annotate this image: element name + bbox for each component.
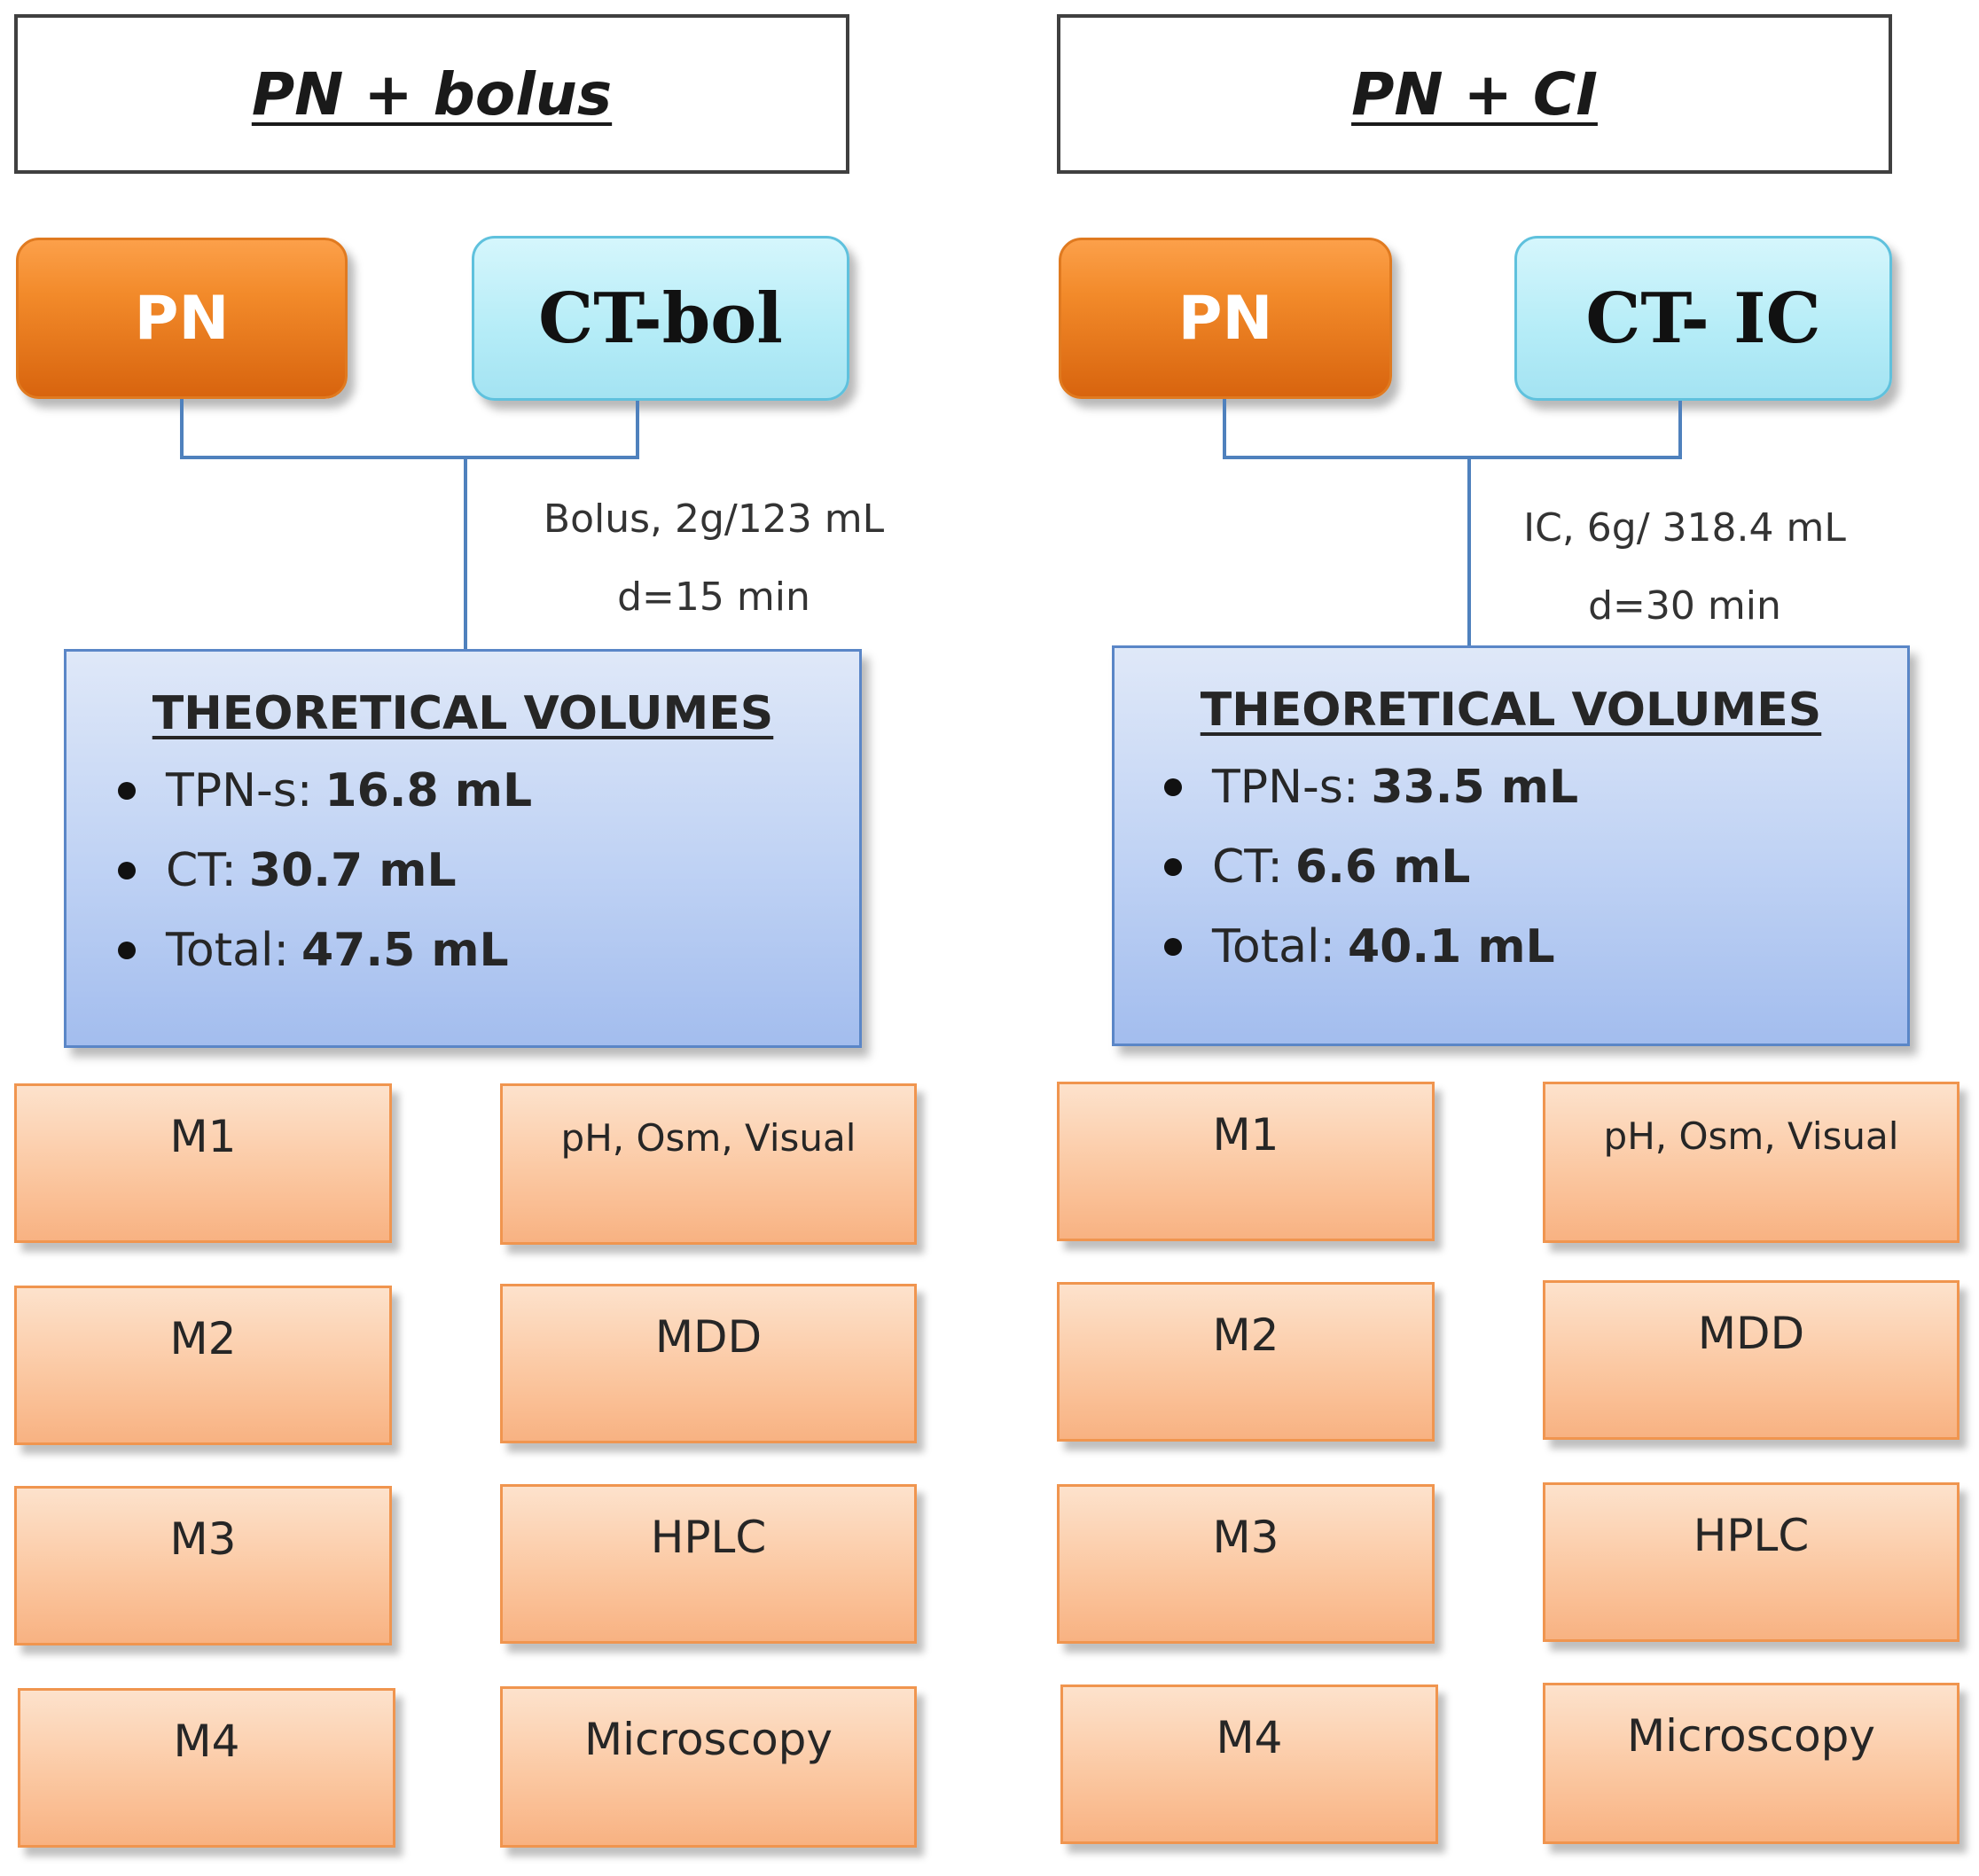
left-pn-label: PN [134,283,230,354]
right-connector-pn [1223,399,1226,459]
left-analysis-ph-osm-visual: pH, Osm, Visual [500,1083,917,1245]
left-connector-pn [180,399,184,459]
left-ct-label: CT-bol [538,277,783,359]
right-analysis-hplc: HPLC [1543,1482,1959,1642]
right-volumes-box: THEORETICAL VOLUMES TPN-s:33.5 mL CT:6.6… [1112,645,1910,1046]
left-sample-m4: M4 [18,1688,395,1848]
left-dose-line1: Bolus, 2g/123 mL [543,496,885,542]
bullet-icon [118,862,136,879]
right-dose-text: IC, 6g/ 318.4 mL d=30 min [1472,489,1897,645]
right-title: PN + CI [1351,59,1598,129]
right-title-box: PN + CI [1057,14,1892,174]
bullet-icon [1164,778,1182,796]
left-ct-box: CT-bol [472,236,849,401]
right-sample-m1: M1 [1057,1082,1435,1241]
right-pn-label: PN [1177,283,1273,354]
left-sample-m1: M1 [14,1083,392,1243]
right-volumes-list: TPN-s:33.5 mL CT:6.6 mL Total:40.1 mL [1115,747,1907,987]
left-analysis-hplc: HPLC [500,1484,917,1644]
left-volumes-title: THEORETICAL VOLUMES [152,687,774,740]
bullet-icon [1164,938,1182,956]
left-connector-horizontal [180,456,639,459]
left-connector-ct [636,401,639,459]
bullet-icon [1164,858,1182,876]
bullet-icon [118,942,136,959]
left-dose-text: Bolus, 2g/123 mL d=15 min [497,481,931,637]
left-sample-m3: M3 [14,1486,392,1645]
right-ct-label: CT- IC [1585,277,1821,359]
left-volume-item: TPN-s:16.8 mL [118,751,859,831]
right-volume-item: TPN-s:33.5 mL [1164,747,1907,827]
right-connector-down [1467,456,1471,645]
right-volumes-title: THEORETICAL VOLUMES [1200,684,1822,737]
right-connector-ct [1678,401,1682,459]
right-analysis-mdd: MDD [1543,1280,1959,1440]
right-volume-item: Total:40.1 mL [1164,907,1907,987]
right-ct-box: CT- IC [1514,236,1892,401]
left-analysis-microscopy: Microscopy [500,1686,917,1848]
right-connector-horizontal [1223,456,1682,459]
left-sample-m2: M2 [14,1286,392,1445]
right-sample-m3: M3 [1057,1484,1435,1644]
right-sample-m4: M4 [1060,1684,1438,1844]
right-analysis-microscopy: Microscopy [1543,1683,1959,1844]
right-sample-m2: M2 [1057,1282,1435,1442]
right-volume-item: CT:6.6 mL [1164,827,1907,907]
bullet-icon [118,782,136,800]
left-analysis-mdd: MDD [500,1284,917,1443]
left-pn-box: PN [16,238,348,399]
left-connector-down [464,456,467,649]
left-dose-line2: d=15 min [617,575,810,620]
right-analysis-ph-osm-visual: pH, Osm, Visual [1543,1082,1959,1243]
left-title: PN + bolus [251,59,613,129]
right-pn-box: PN [1059,238,1392,399]
right-dose-line2: d=30 min [1588,583,1781,629]
left-volume-item: CT:30.7 mL [118,831,859,911]
left-volumes-list: TPN-s:16.8 mL CT:30.7 mL Total:47.5 mL [66,751,859,990]
left-title-box: PN + bolus [14,14,849,174]
left-volume-item: Total:47.5 mL [118,911,859,990]
right-dose-line1: IC, 6g/ 318.4 mL [1523,505,1846,551]
left-volumes-box: THEORETICAL VOLUMES TPN-s:16.8 mL CT:30.… [64,649,862,1048]
